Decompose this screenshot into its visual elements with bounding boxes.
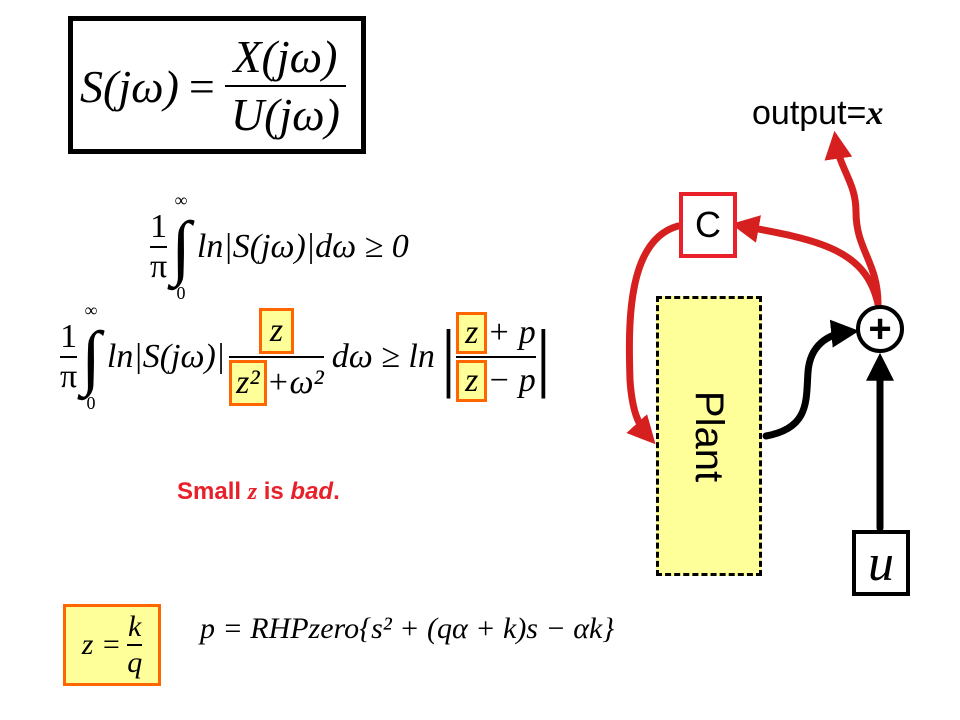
z-definition-box: z = k q [63, 604, 161, 686]
rhs-fraction: z + p z − p [456, 312, 536, 402]
weight-fraction: z z² +ω² [229, 308, 324, 406]
eq-numerator: X(jω) [233, 31, 338, 82]
fraction-bar [60, 356, 78, 358]
note-small-z: Small z is bad. [177, 478, 340, 506]
coef-den: π [60, 358, 78, 395]
rhs-den-highlight: z [456, 360, 488, 402]
upper-limit: ∞ [174, 190, 188, 210]
fraction-bar [229, 356, 324, 358]
output-var: x [866, 95, 884, 132]
plant-label: Plant [687, 390, 732, 482]
weight-den: z² +ω² [229, 360, 324, 406]
fraction-bar [150, 246, 168, 248]
rhs-den-rest: − p [487, 362, 536, 399]
upper-limit: ∞ [84, 300, 98, 320]
z-fraction: k q [127, 610, 143, 680]
arrow-to-output [824, 130, 882, 308]
integral-sign: ∫ [171, 207, 191, 287]
arrow-plant-to-sum [762, 319, 860, 440]
abs-bar-right: | [535, 315, 551, 399]
lower-limit: 0 [86, 393, 96, 413]
output-label: output=x [752, 94, 883, 133]
summing-junction: + [856, 305, 904, 353]
integral-sign: ∫ [81, 317, 101, 397]
input-label: u [868, 534, 894, 592]
controller-block: C [679, 192, 737, 258]
output-prefix: output= [752, 94, 867, 132]
weight-num-highlight: z [258, 308, 295, 354]
lower-limit: 0 [176, 283, 186, 303]
note-var: z [247, 479, 258, 505]
bode-integral: 1 π ∞ ∫ 0 ln|S(jω)|dω ≥ 0 [150, 190, 409, 304]
integral: ∞ ∫ 0 [171, 190, 191, 304]
note-mid: is [257, 478, 291, 505]
p-definition: p = RHPzero{s² + (qα + k)s − αk} [200, 612, 615, 645]
note-pre: Small [177, 478, 248, 505]
integral: ∞ ∫ 0 [81, 300, 101, 414]
fraction-bar [456, 356, 536, 358]
coef-num: 1 [60, 318, 78, 355]
sum-symbol: + [868, 307, 892, 351]
arrow-to-controller [730, 215, 882, 308]
weighted-integral: 1 π ∞ ∫ 0 ln|S(jω)| z z² +ω² dω ≥ ln | z… [60, 300, 551, 414]
weight-den-highlight: z² [229, 360, 267, 406]
note-emph: bad [290, 478, 334, 505]
z-lhs: z = [81, 628, 122, 661]
coef-fraction: 1 π [150, 208, 168, 286]
coef-num: 1 [150, 208, 168, 245]
after-weight: dω ≥ ln [331, 338, 435, 375]
controller-label: C [695, 204, 721, 245]
note-post: . [333, 478, 340, 505]
plant-label-wrap: Plant [656, 296, 762, 576]
sensitivity-definition: S(jω) = X(jω) U(jω) [80, 24, 362, 148]
coef-den: π [150, 248, 168, 285]
input-block: u [852, 530, 910, 596]
rhs-num-rest: + p [487, 314, 536, 351]
rhs-num-highlight: z [456, 312, 488, 354]
fraction-bar [224, 85, 346, 87]
z-den: q [127, 646, 143, 679]
abs-bar-left: | [440, 315, 457, 399]
eq-lhs: S(jω) [80, 60, 179, 112]
integrand: ln|S(jω)| [106, 338, 226, 375]
weight-den-rest: +ω² [266, 364, 324, 401]
integrand: ln|S(jω)|dω ≥ 0 [196, 228, 409, 265]
eq-fraction: X(jω) U(jω) [224, 29, 346, 143]
equation-box [68, 16, 366, 154]
coef-fraction: 1 π [60, 318, 78, 396]
eq-denominator: U(jω) [230, 89, 340, 140]
rhs-num: z + p [456, 312, 536, 354]
rhs-den: z − p [456, 360, 536, 402]
eq-equals: = [188, 60, 215, 112]
fraction-bar [127, 644, 143, 646]
z-num: k [128, 610, 142, 643]
